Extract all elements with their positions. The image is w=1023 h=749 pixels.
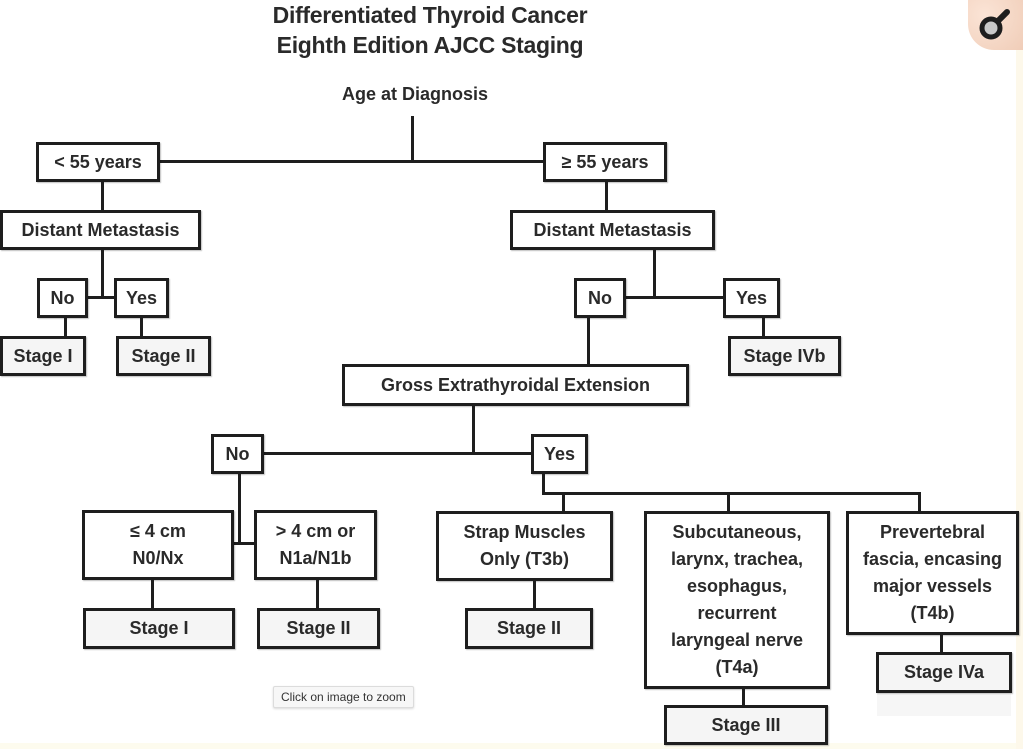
stage-box-left-yes: Stage II bbox=[116, 336, 211, 376]
connector bbox=[151, 579, 154, 609]
age-under-55-box: < 55 years bbox=[36, 142, 160, 182]
connector bbox=[533, 580, 536, 610]
right-no-box: No bbox=[574, 278, 626, 318]
gete-yes-box: Yes bbox=[531, 434, 588, 474]
gross-extrathyroidal-extension-box: Gross Extrathyroidal Extension bbox=[342, 364, 689, 406]
connector bbox=[101, 249, 104, 299]
zoom-tooltip: Click on image to zoom bbox=[273, 686, 414, 708]
page-bottom-strip bbox=[0, 743, 1023, 749]
size-gt4cm-n1-box: > 4 cm or N1a/N1b bbox=[254, 510, 377, 580]
connector bbox=[238, 473, 241, 545]
connector bbox=[605, 181, 608, 211]
connector bbox=[411, 116, 414, 162]
connector bbox=[232, 542, 258, 545]
left-distant-metastasis-box: Distant Metastasis bbox=[0, 210, 201, 250]
connector bbox=[101, 181, 104, 211]
connector bbox=[653, 249, 656, 299]
zoom-button[interactable] bbox=[968, 0, 1023, 50]
right-yes-box: Yes bbox=[723, 278, 780, 318]
connector bbox=[587, 317, 590, 365]
stage-box-gete-no-1: Stage I bbox=[83, 608, 235, 649]
connector bbox=[542, 492, 921, 495]
connector bbox=[562, 492, 565, 512]
stage-ivb-shadow bbox=[877, 694, 1011, 716]
root-age-at-diagnosis: Age at Diagnosis bbox=[341, 84, 489, 104]
connector bbox=[762, 317, 765, 337]
magnifier-icon bbox=[979, 9, 1010, 40]
diagram-title-line2: Eighth Edition AJCC Staging bbox=[276, 32, 584, 58]
strap-muscles-t3b-box: Strap Muscles Only (T3b) bbox=[436, 511, 613, 581]
connector bbox=[159, 160, 544, 163]
connector bbox=[625, 296, 725, 299]
connector bbox=[316, 579, 319, 609]
diagram-title-line1: Differentiated Thyroid Cancer bbox=[272, 2, 588, 28]
connector bbox=[64, 317, 67, 337]
stage-box-t4b: Stage IVa bbox=[876, 652, 1012, 693]
connector bbox=[542, 473, 545, 495]
t4a-structures-box: Subcutaneous, larynx, trachea, esophagus… bbox=[644, 511, 830, 689]
connector bbox=[940, 634, 943, 653]
stage-box-gete-no-2: Stage II bbox=[257, 608, 380, 649]
connector bbox=[87, 296, 117, 299]
connector bbox=[727, 492, 730, 512]
size-le4cm-n0-box: ≤ 4 cm N0/Nx bbox=[82, 510, 234, 580]
stage-box-left-no: Stage I bbox=[0, 336, 86, 376]
stage-box-t3b: Stage II bbox=[465, 608, 593, 649]
connector bbox=[262, 452, 534, 455]
connector bbox=[742, 688, 745, 706]
right-distant-metastasis-box: Distant Metastasis bbox=[510, 210, 715, 250]
gete-no-box: No bbox=[211, 434, 264, 474]
connector bbox=[918, 492, 921, 512]
age-55-plus-box: ≥ 55 years bbox=[543, 142, 667, 182]
connector bbox=[140, 317, 143, 337]
stage-box-ivb: Stage IVb bbox=[728, 336, 841, 376]
stage-box-t4a: Stage III bbox=[664, 705, 828, 745]
left-no-box: No bbox=[37, 278, 88, 318]
t4b-structures-box: Prevertebral fascia, encasing major vess… bbox=[846, 511, 1019, 635]
page-right-strip bbox=[1016, 0, 1023, 749]
left-yes-box: Yes bbox=[114, 278, 169, 318]
connector bbox=[472, 405, 475, 455]
